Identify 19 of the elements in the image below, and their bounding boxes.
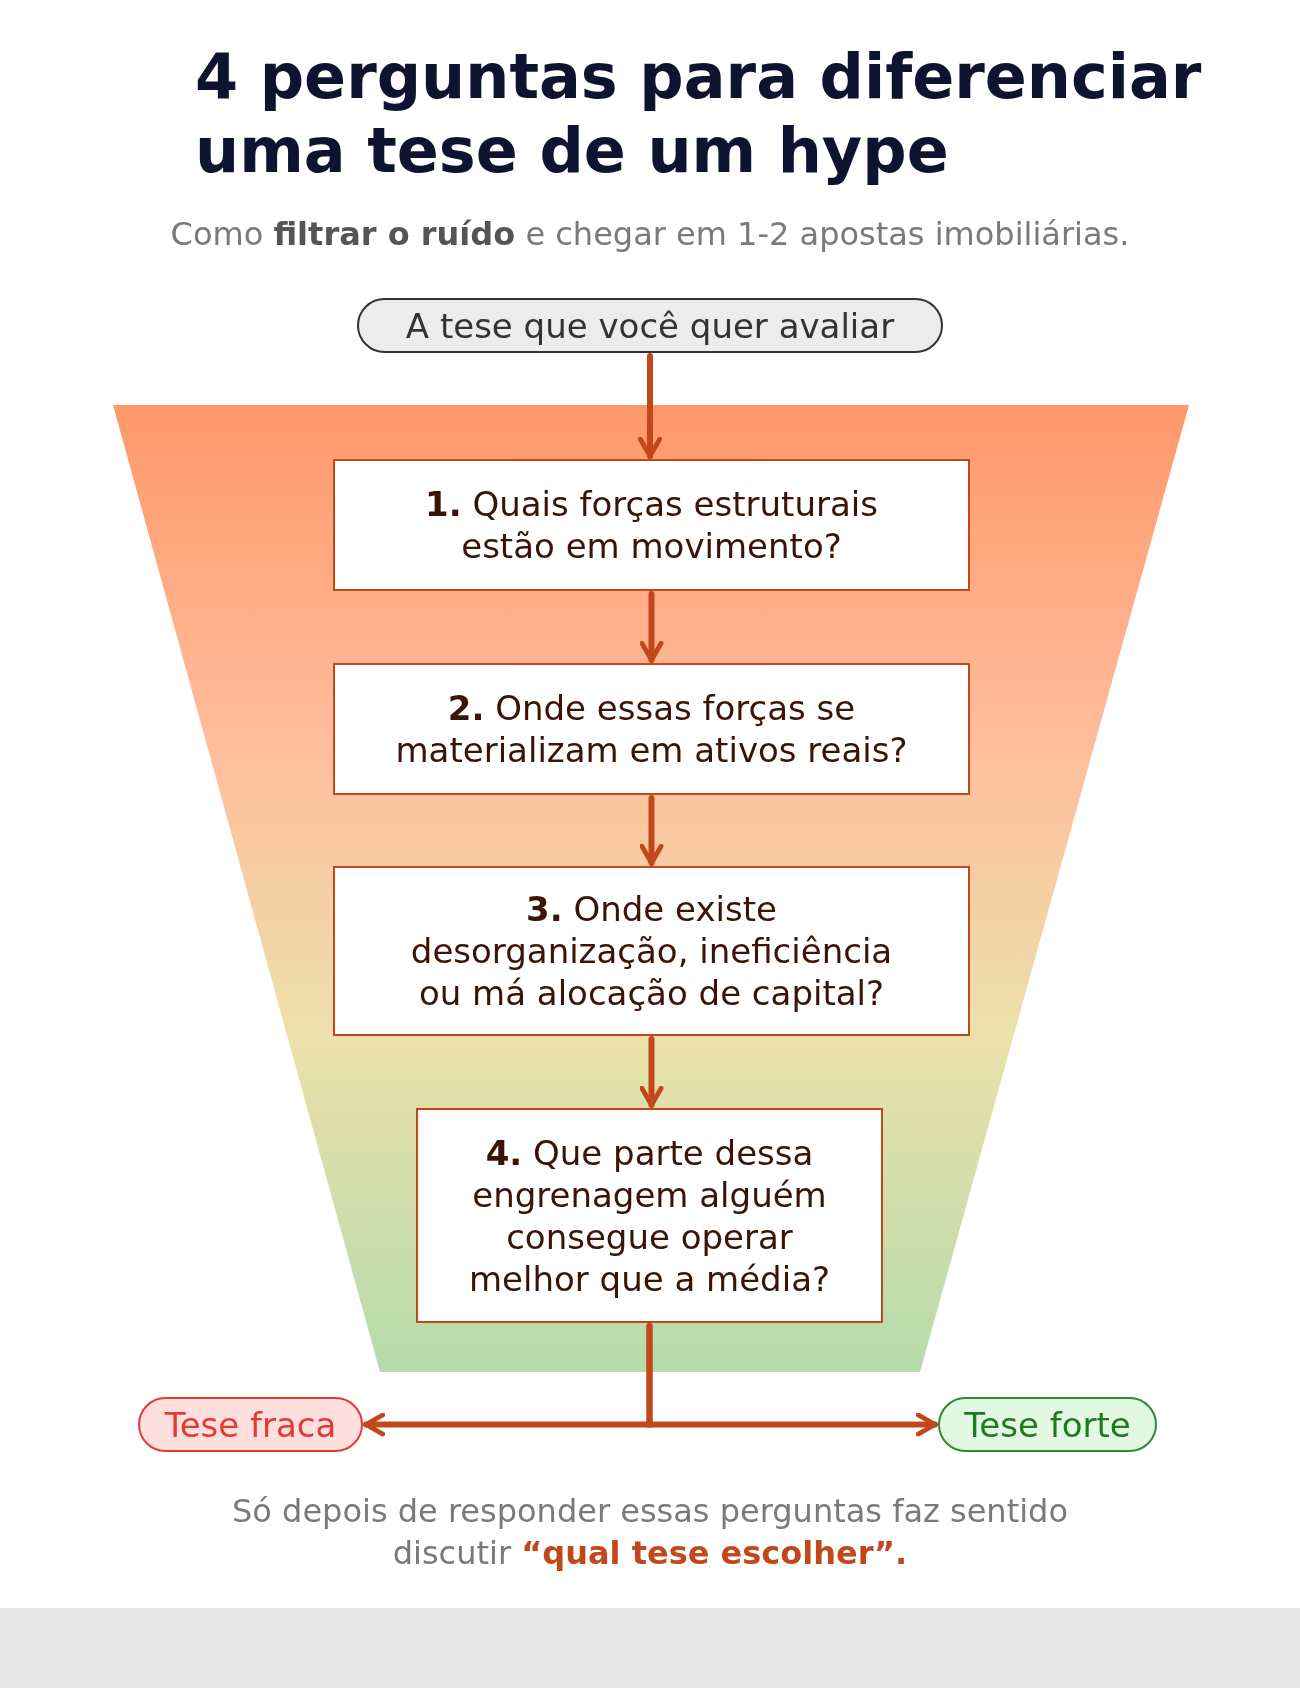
question-box [416, 1108, 883, 1323]
arrow [639, 795, 664, 866]
arrow [638, 353, 662, 459]
arrow [639, 591, 664, 663]
subtitle: Como filtrar o ruído e chegar em 1-2 apostas imobiliárias. [169, 215, 1131, 253]
question-text: 3. Onde existe desorganização, ineficiência ou má alocação de capital? [409, 888, 894, 1014]
closing-note: Só depois de responder essas perguntas faz sentido discutir “qual tese escolher”. [231, 1491, 1069, 1574]
outcome-pill: Tese fraca [138, 1397, 363, 1452]
question-text: 2. Onde essas forças se materializam em ativos reais? [394, 687, 909, 771]
question-text: 4. Que parte dessa engrenagem alguém consegue operar melhor que a média? [468, 1131, 831, 1300]
start-pill: A tese que você quer avaliar [357, 298, 943, 353]
question-box [333, 866, 970, 1036]
title: 4 perguntas para diferenciar uma tese de um hype [195, 40, 1203, 188]
question-box [333, 663, 970, 795]
outcome-pill: Tese forte [938, 1397, 1157, 1452]
arrow [646, 1323, 938, 1437]
question-text: 1. Quais forças estruturais estão em movimento? [424, 483, 879, 567]
arrow [639, 1036, 664, 1108]
question-box [333, 459, 970, 591]
